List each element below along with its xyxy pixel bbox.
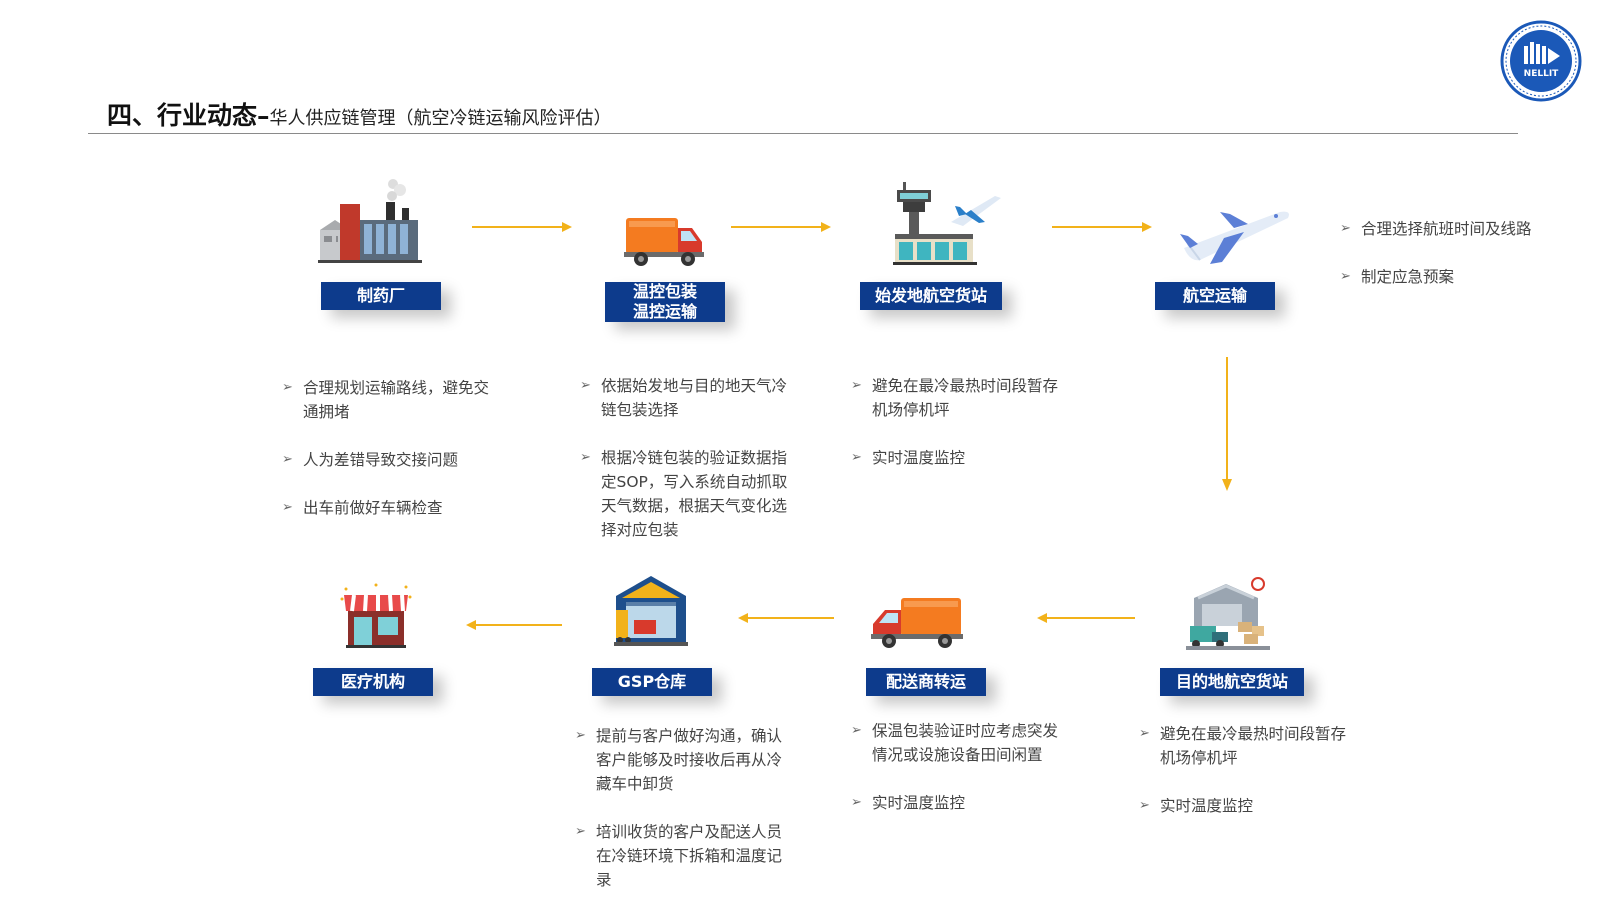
label-dest-airport: 目的地航空货站 xyxy=(1160,668,1304,696)
list-item: 实时温度监控 xyxy=(851,446,1063,470)
list-item: 实时温度监控 xyxy=(1139,794,1351,818)
title-sub: 华人供应链管理（航空冷链运输风险评估） xyxy=(269,108,612,129)
page-title: 四、行业动态–华人供应链管理（航空冷链运输风险评估） xyxy=(107,96,612,132)
arrow-right-2 xyxy=(731,221,831,233)
list-item: 培训收货的客户及配送人员在冷链环境下拆箱和温度记录 xyxy=(575,820,787,892)
warehouse-forklift-icon xyxy=(1186,576,1270,652)
list-item: 避免在最冷最热时间段暂存机场停机坪 xyxy=(1139,722,1351,770)
label-medical: 医疗机构 xyxy=(313,668,433,696)
list-item: 根据冷链包装的验证数据指定SOP，写入系统自动抓取天气数据，根据天气变化选择对应… xyxy=(580,446,792,542)
arrow-down xyxy=(1221,357,1233,491)
label-delivery: 配送商转运 xyxy=(866,668,986,696)
list-item: 出车前做好车辆检查 xyxy=(282,496,492,520)
truck-icon xyxy=(871,596,963,650)
list-item: 实时温度监控 xyxy=(851,791,1063,815)
label-pharma: 制药厂 xyxy=(321,282,441,310)
list-item: 合理选择航班时间及线路 xyxy=(1340,217,1580,241)
airplane-icon xyxy=(1180,204,1294,266)
label-origin-airport: 始发地航空货站 xyxy=(860,282,1002,310)
warehouse-icon xyxy=(614,574,688,648)
arrow-right-1 xyxy=(472,221,572,233)
notes-dest: 避免在最冷最热时间段暂存机场停机坪 实时温度监控 xyxy=(1139,722,1351,818)
notes-packing: 依据始发地与目的地天气冷链包装选择 根据冷链包装的验证数据指定SOP，写入系统自… xyxy=(580,374,792,542)
arrow-left-1 xyxy=(1037,612,1135,624)
logo-text: NELLIT xyxy=(1524,69,1559,79)
notes-air: 合理选择航班时间及线路 制定应急预案 xyxy=(1340,217,1580,289)
arrow-left-2 xyxy=(738,612,834,624)
list-item: 合理规划运输路线，避免交通拥堵 xyxy=(282,376,492,424)
arrow-right-3 xyxy=(1052,221,1152,233)
airport-tower-icon xyxy=(893,182,1005,266)
store-icon xyxy=(340,583,412,649)
label-air-transport: 航空运输 xyxy=(1155,282,1275,310)
notes-origin: 避免在最冷最热时间段暂存机场停机坪 实时温度监控 xyxy=(851,374,1063,470)
label-packing: 温控包装温控运输 xyxy=(605,282,725,322)
notes-pharma: 合理规划运输路线，避免交通拥堵 人为差错导致交接问题 出车前做好车辆检查 xyxy=(282,376,492,520)
list-item: 依据始发地与目的地天气冷链包装选择 xyxy=(580,374,792,422)
title-main: 四、行业动态– xyxy=(107,101,270,130)
factory-icon xyxy=(318,176,428,264)
list-item: 保温包装验证时应考虑突发情况或设施设备田间闲置 xyxy=(851,719,1063,767)
label-gsp-warehouse: GSP仓库 xyxy=(592,668,712,696)
list-item: 人为差错导致交接问题 xyxy=(282,448,492,472)
notes-delivery: 保温包装验证时应考虑突发情况或设施设备田间闲置 实时温度监控 xyxy=(851,719,1063,815)
notes-gsp: 提前与客户做好沟通，确认客户能够及时接收后再从冷藏车中卸货 培训收货的客户及配送… xyxy=(575,724,787,892)
title-divider xyxy=(88,133,1518,134)
truck-icon xyxy=(624,214,704,268)
nellit-logo-icon: NELLIT xyxy=(1500,20,1582,102)
arrow-left-3 xyxy=(466,619,562,631)
list-item: 避免在最冷最热时间段暂存机场停机坪 xyxy=(851,374,1063,422)
list-item: 提前与客户做好沟通，确认客户能够及时接收后再从冷藏车中卸货 xyxy=(575,724,787,796)
list-item: 制定应急预案 xyxy=(1340,265,1580,289)
